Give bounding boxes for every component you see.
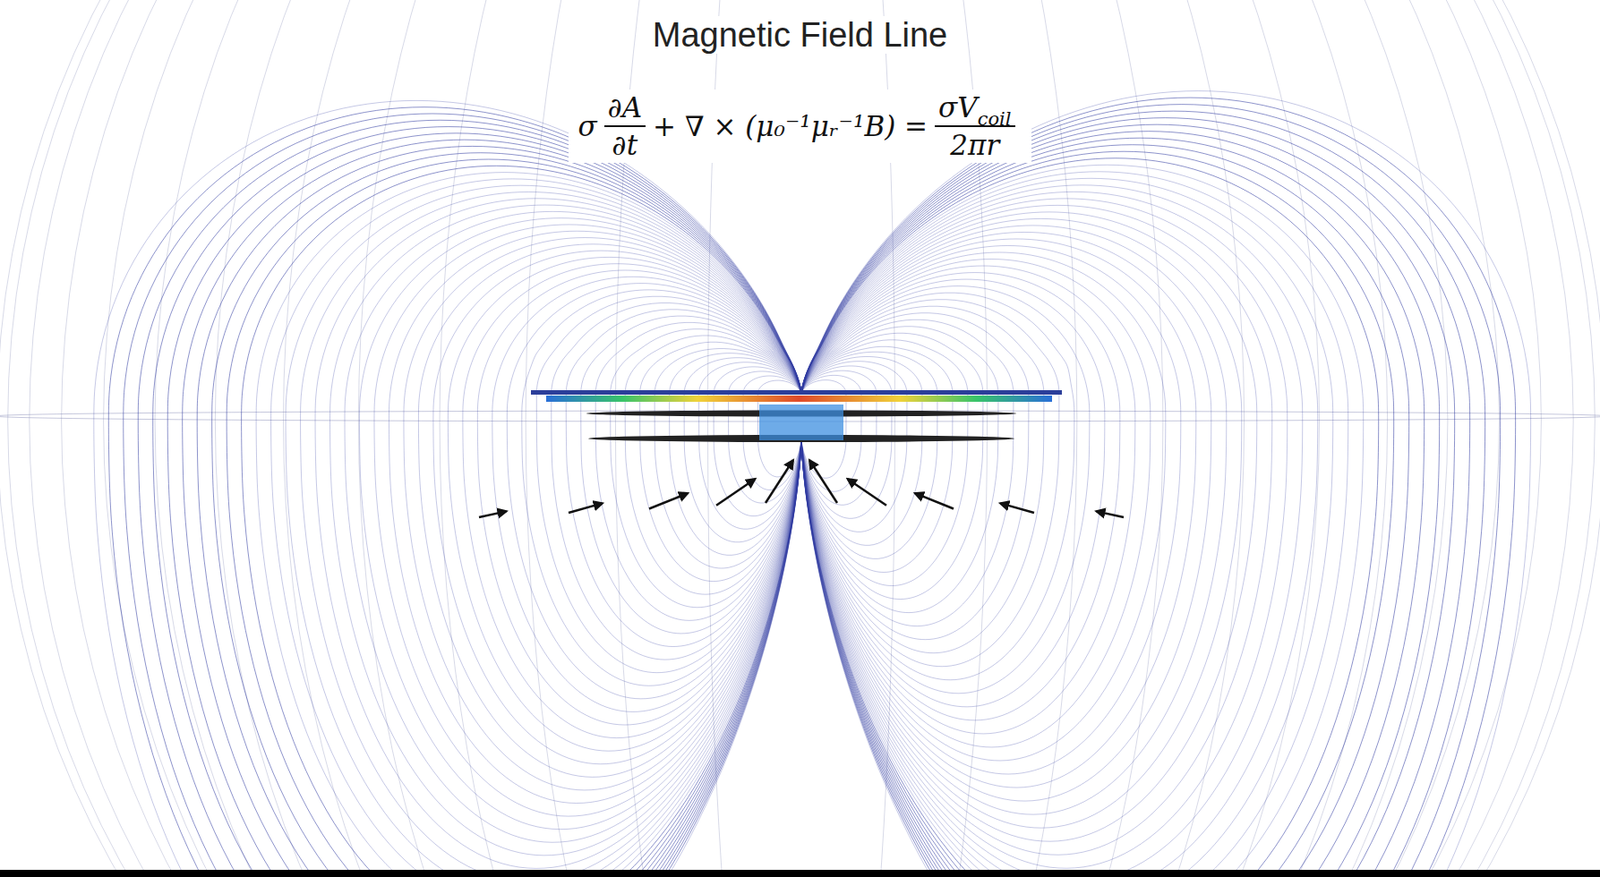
equation-term: 2πr bbox=[949, 128, 1000, 162]
equation-term: + ∇ × (μ₀⁻¹μᵣ⁻¹B) = bbox=[652, 110, 928, 143]
force-arrow bbox=[716, 479, 755, 506]
field-line bbox=[801, 91, 1532, 877]
field-line bbox=[153, 127, 802, 877]
field-line bbox=[801, 145, 1410, 877]
field-line bbox=[801, 104, 1501, 877]
force-arrows bbox=[479, 460, 1124, 518]
field-line bbox=[123, 113, 802, 877]
field-line bbox=[801, 111, 1486, 877]
field-lines bbox=[94, 91, 1532, 877]
field-line bbox=[167, 133, 802, 877]
force-arrow bbox=[479, 511, 506, 518]
force-arrow bbox=[1096, 511, 1124, 518]
field-line bbox=[94, 100, 802, 877]
grid-meridian bbox=[61, 0, 1542, 877]
field-line bbox=[801, 185, 1318, 877]
field-line bbox=[182, 139, 802, 877]
coil bbox=[759, 404, 844, 441]
field-line bbox=[801, 333, 984, 599]
title: Magnetic Field Line bbox=[645, 16, 956, 54]
grid-meridian bbox=[358, 0, 1244, 877]
field-line bbox=[315, 198, 802, 870]
equation-term: coil bbox=[977, 108, 1012, 130]
field-line bbox=[801, 205, 1273, 856]
field-line bbox=[108, 107, 802, 877]
coil-plates bbox=[530, 390, 1062, 443]
top-plate bbox=[530, 390, 1062, 395]
force-arrow bbox=[915, 493, 954, 509]
field-line bbox=[801, 137, 1425, 877]
field-line bbox=[801, 351, 938, 559]
force-arrow bbox=[765, 460, 794, 504]
force-arrow bbox=[1000, 503, 1035, 514]
field-line bbox=[137, 119, 802, 877]
bottom-bar bbox=[0, 870, 1600, 877]
force-arrow bbox=[847, 479, 887, 506]
field-line bbox=[196, 145, 802, 877]
force-arrow bbox=[649, 493, 688, 509]
force-arrow bbox=[809, 460, 838, 504]
field-line bbox=[330, 205, 802, 856]
field-line bbox=[801, 124, 1455, 877]
field-line bbox=[344, 211, 802, 843]
equation-term: ∂A bbox=[607, 91, 642, 124]
field-line bbox=[801, 158, 1379, 877]
equation: σ ∂A ∂t + ∇ × (μ₀⁻¹μᵣ⁻¹B) = σVcoil2πr bbox=[568, 89, 1031, 163]
grid-meridian bbox=[8, 0, 1596, 877]
field-band bbox=[546, 395, 1053, 403]
field-line bbox=[801, 97, 1516, 877]
field-line bbox=[801, 118, 1471, 877]
equation-term: σ bbox=[577, 110, 597, 143]
force-arrow bbox=[568, 503, 603, 514]
grid-meridian bbox=[29, 0, 1574, 877]
field-line bbox=[285, 185, 802, 877]
equation-term: ∂t bbox=[612, 128, 639, 162]
field-line bbox=[801, 198, 1288, 869]
field-line bbox=[801, 191, 1303, 877]
grid-meridian bbox=[154, 0, 1448, 877]
field-line bbox=[801, 131, 1440, 877]
grid-meridian bbox=[525, 0, 1078, 877]
equation-term: σV bbox=[938, 91, 978, 124]
field-line bbox=[300, 191, 802, 877]
field-line bbox=[271, 179, 802, 877]
field-line bbox=[212, 153, 802, 877]
grid-meridian bbox=[103, 0, 1500, 877]
